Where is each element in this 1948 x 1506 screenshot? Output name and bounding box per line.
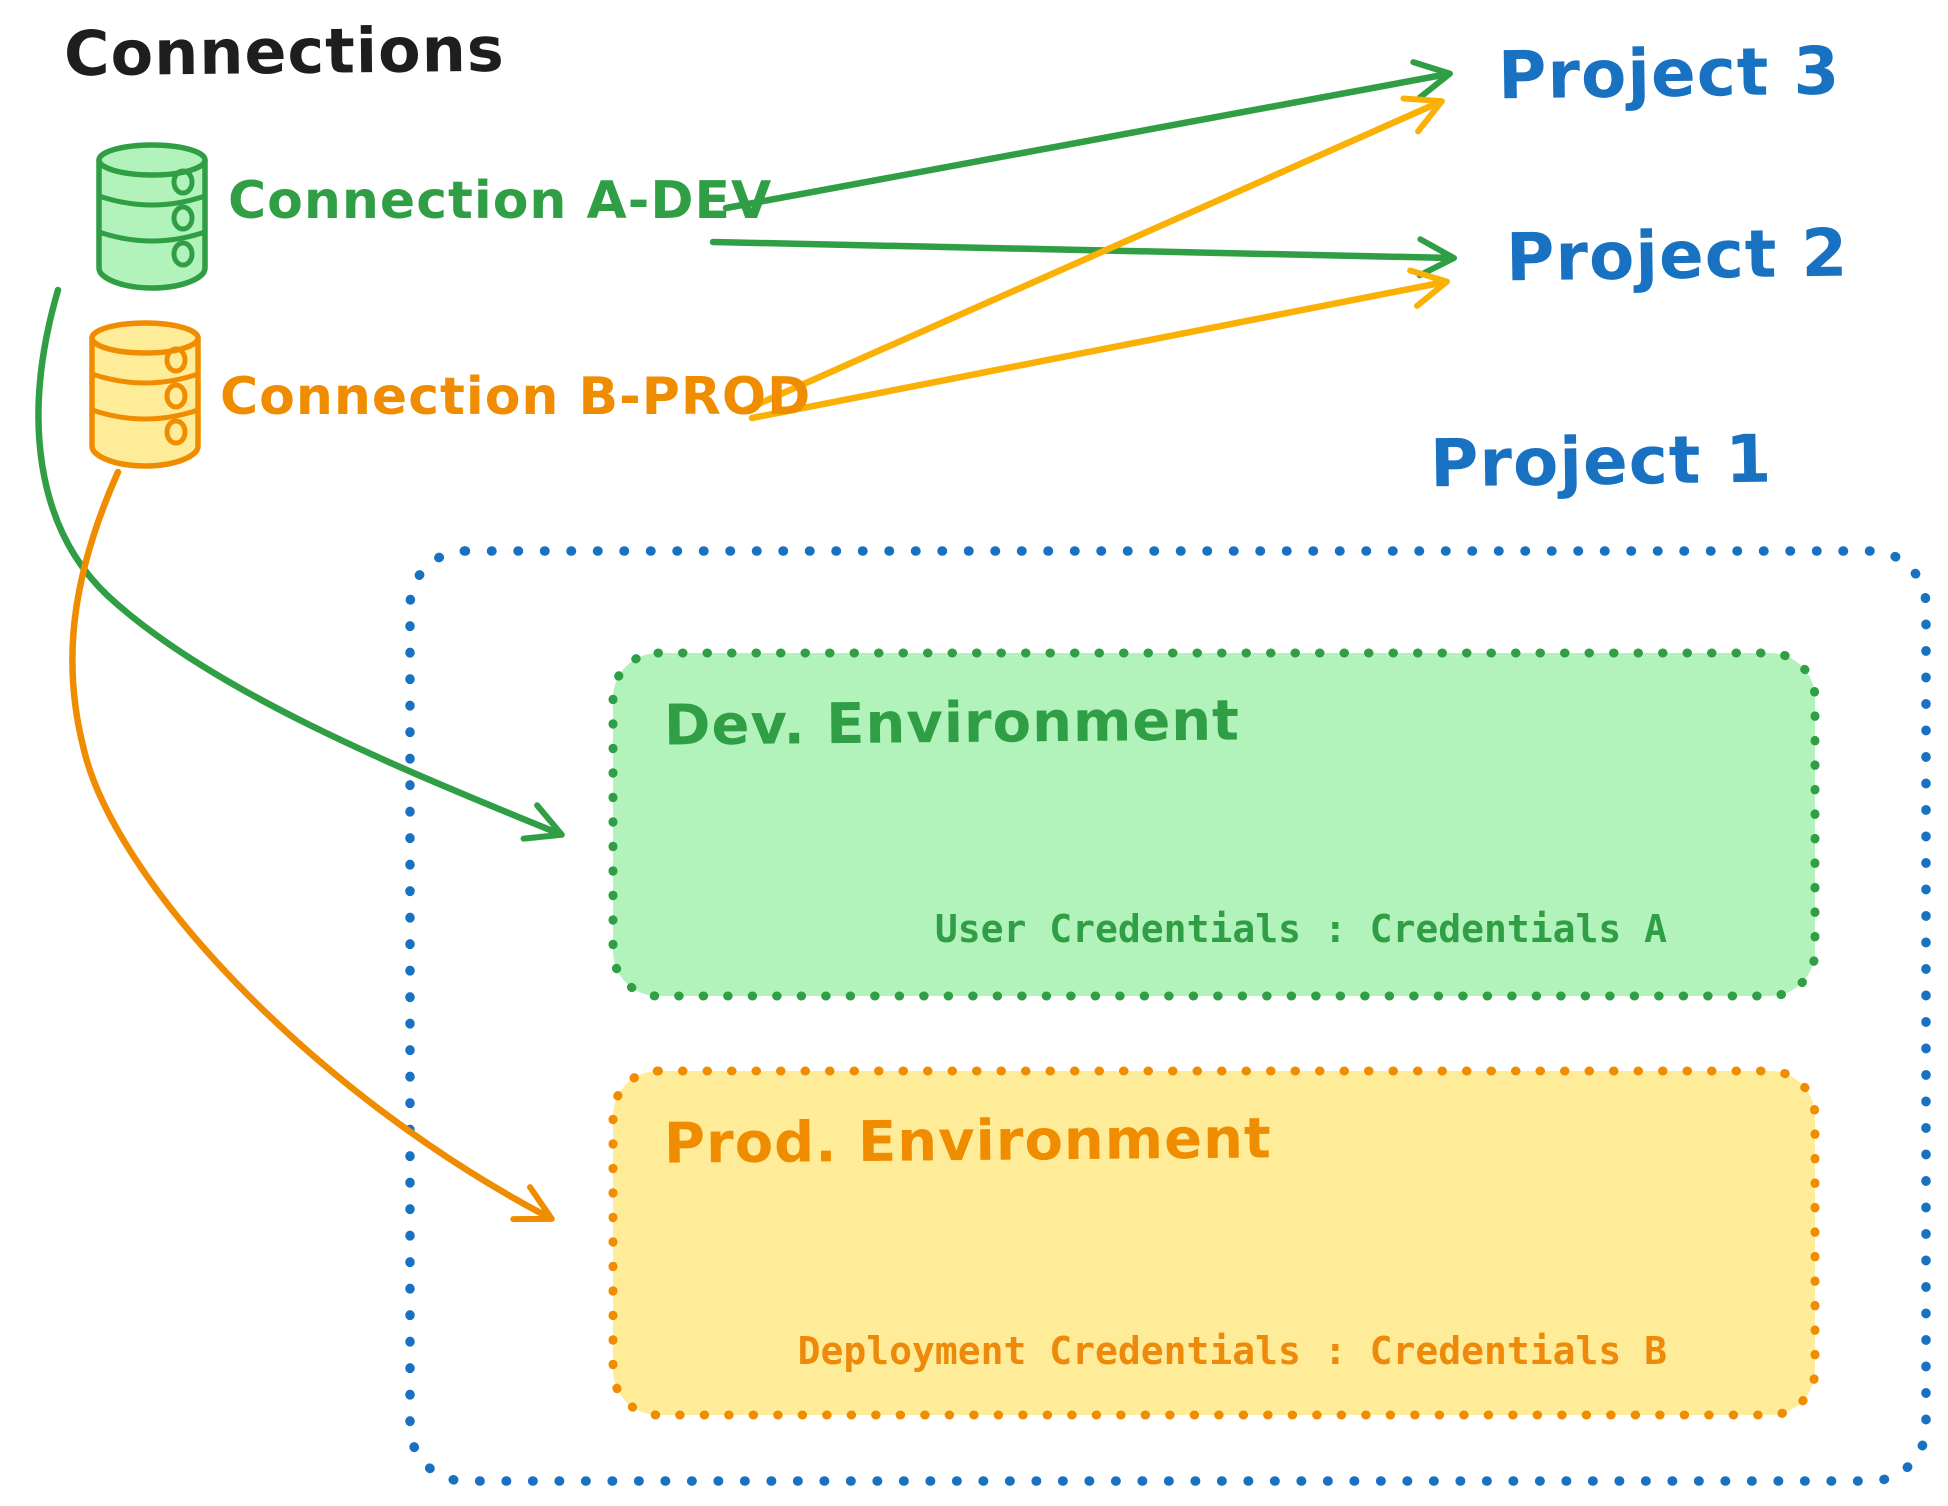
project-3-label: Project 3 — [1497, 32, 1841, 115]
arrow-b-prod-to-prod-environment — [69, 468, 555, 1223]
arrow-a-dev-to-project2 — [709, 236, 1457, 279]
project1-box — [405, 546, 1931, 1486]
connection-a-dev-label: Connection A-DEV — [228, 171, 773, 231]
prod-environment-box — [608, 1066, 1820, 1420]
project-2-label: Project 2 — [1505, 214, 1849, 297]
arrow-b-prod-to-project3 — [741, 95, 1445, 414]
prod-environment-credentials: Deployment Credentials : Credentials B — [797, 1329, 1667, 1373]
page-title: Connections — [63, 12, 506, 91]
dev-environment-title: Dev. Environment — [663, 688, 1241, 759]
arrow-a-dev-to-dev-environment — [35, 286, 565, 842]
prod-environment-title: Prod. Environment — [663, 1106, 1273, 1177]
arrow-a-dev-to-project3 — [722, 59, 1453, 212]
arrow-b-prod-to-project2 — [748, 267, 1450, 422]
dev-environment-box — [608, 648, 1820, 1001]
project-1-label: Project 1 — [1429, 420, 1773, 503]
database-icon-a-dev — [96, 142, 208, 291]
connection-b-prod-label: Connection B-PROD — [220, 367, 812, 427]
dev-environment-credentials: User Credentials : Credentials A — [934, 907, 1667, 951]
database-icon-b-prod — [89, 320, 201, 469]
